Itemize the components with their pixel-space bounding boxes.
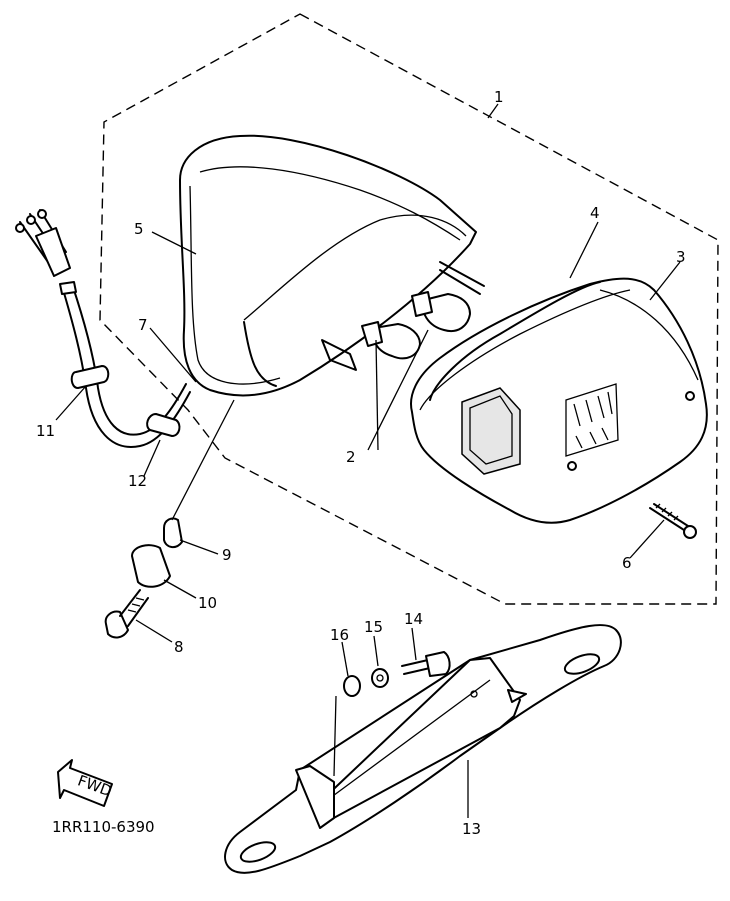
callout-6: 6 bbox=[622, 554, 632, 572]
callout-16: 16 bbox=[330, 626, 349, 644]
collar-part-9 bbox=[163, 517, 183, 548]
bolt-part-14 bbox=[401, 651, 451, 677]
callout-12: 12 bbox=[128, 472, 147, 490]
washer-part-15 bbox=[371, 668, 389, 688]
callout-15: 15 bbox=[364, 618, 383, 636]
wire-harness bbox=[15, 209, 191, 448]
damper-part-10 bbox=[131, 544, 171, 588]
callout-1: 1 bbox=[494, 88, 504, 106]
callout-14: 14 bbox=[404, 610, 423, 628]
leader-lines bbox=[55, 103, 681, 818]
assembly-boundary-dashed bbox=[99, 13, 719, 605]
callout-10: 10 bbox=[198, 594, 217, 612]
grommet-part-12 bbox=[146, 413, 181, 437]
tail-light-base-part-5 bbox=[179, 134, 485, 397]
bulbs-part-2 bbox=[361, 291, 471, 360]
screw-part-6 bbox=[649, 503, 697, 539]
callout-2: 2 bbox=[346, 448, 356, 466]
fwd-direction-arrow: FWD bbox=[57, 759, 114, 807]
callout-5: 5 bbox=[134, 220, 144, 238]
gasket-part-4 bbox=[429, 281, 601, 401]
callout-4: 4 bbox=[590, 204, 600, 222]
callout-7: 7 bbox=[138, 316, 148, 334]
diagram-code: 1RR110-6390 bbox=[52, 818, 155, 836]
callout-8: 8 bbox=[174, 638, 184, 656]
bracket-part-13 bbox=[224, 624, 622, 874]
callout-3: 3 bbox=[676, 248, 686, 266]
washer-inner-15 bbox=[376, 674, 384, 682]
grommet-part-11 bbox=[70, 365, 110, 389]
callout-9: 9 bbox=[222, 546, 232, 564]
callout-11: 11 bbox=[36, 422, 55, 440]
lens-part-3 bbox=[410, 277, 708, 524]
bolt-part-8 bbox=[104, 589, 149, 639]
callout-13: 13 bbox=[462, 820, 481, 838]
washer-part-16 bbox=[343, 675, 361, 697]
